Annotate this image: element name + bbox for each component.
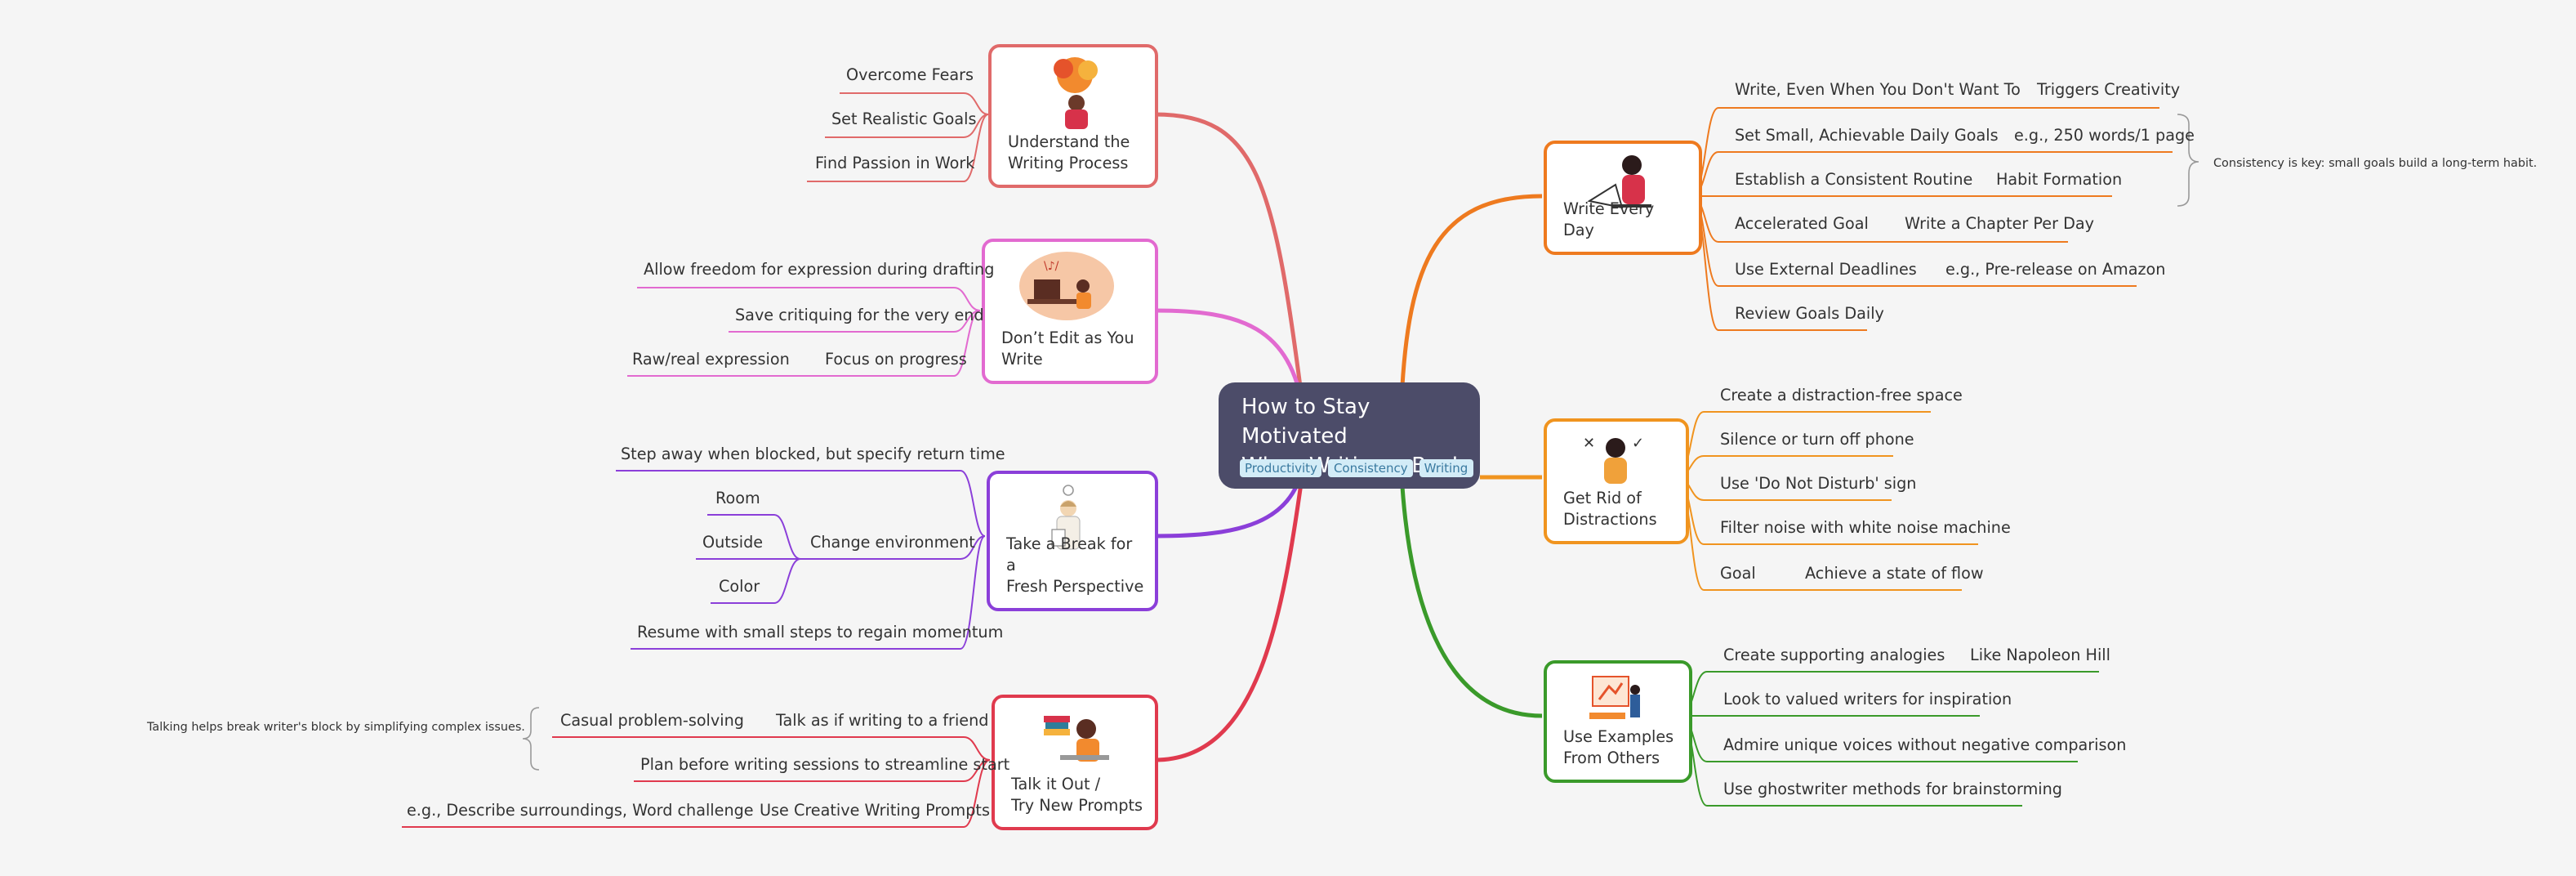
child-creative-prompts[interactable]: Use Creative Writing Prompts — [760, 802, 990, 820]
child-save-critiquing[interactable]: Save critiquing for the very end — [735, 307, 984, 325]
tag-list: Productivity Consistency Writing — [1240, 459, 1473, 477]
central-topic[interactable]: How to Stay Motivated When Writing a Boo… — [1219, 382, 1480, 489]
svg-text:✓: ✓ — [1632, 435, 1644, 452]
child-allow-freedom[interactable]: Allow freedom for expression during draf… — [644, 261, 995, 279]
topic-label: Use Examples From Others — [1563, 729, 1674, 768]
child-valued-writers[interactable]: Look to valued writers for inspiration — [1723, 691, 2012, 709]
detail-chapter-per-day[interactable]: Write a Chapter Per Day — [1905, 216, 2094, 234]
child-change-environment[interactable]: Change environment — [810, 534, 975, 552]
topic-get-rid-of-distractions[interactable]: ✕✓ Get Rid of Distractions — [1544, 418, 1689, 544]
tree-writer-illustration — [1054, 57, 1098, 129]
topic-label: Understand the Writing Process — [1008, 134, 1130, 173]
child-small-goals[interactable]: Set Small, Achievable Daily Goals — [1735, 127, 1999, 145]
grandchild-casual-problem-solving[interactable]: Casual problem-solving — [560, 713, 744, 731]
topic-dont-edit[interactable]: \♪/ Don’t Edit as You Write — [982, 239, 1158, 384]
grandchild-prompt-examples[interactable]: e.g., Describe surroundings, Word challe… — [407, 802, 754, 820]
child-step-away[interactable]: Step away when blocked, but specify retu… — [621, 446, 1005, 464]
woman-choosing-illustration: ✕✓ — [1583, 435, 1644, 484]
child-external-deadlines[interactable]: Use External Deadlines — [1735, 261, 1917, 279]
child-focus-on-progress[interactable]: Focus on progress — [825, 351, 967, 369]
thinking-person-illustration — [1051, 485, 1081, 550]
env-color[interactable]: Color — [719, 579, 760, 597]
detail-napoleon-hill[interactable]: Like Napoleon Hill — [1970, 647, 2110, 665]
child-distraction-free-space[interactable]: Create a distraction-free space — [1720, 387, 1963, 405]
child-talk-to-friend[interactable]: Talk as if writing to a friend — [776, 713, 989, 731]
tag-productivity[interactable]: Productivity — [1240, 459, 1322, 477]
topic-write-every-day[interactable]: Write Every Day — [1544, 141, 1702, 255]
detail-250-words[interactable]: e.g., 250 words/1 page — [2014, 127, 2195, 145]
topic-label: Get Rid of Distractions — [1563, 490, 1657, 530]
child-plan-before-writing[interactable]: Plan before writing sessions to streamli… — [640, 757, 1010, 775]
detail-triggers-creativity[interactable]: Triggers Creativity — [2037, 82, 2181, 100]
svg-text:✕: ✕ — [1583, 435, 1595, 452]
child-overcome-fears[interactable]: Overcome Fears — [846, 67, 974, 85]
presentation-illustration — [1589, 676, 1640, 719]
note-consistency-key: Consistency is key: small goals build a … — [2213, 155, 2538, 170]
child-ghostwriter-methods[interactable]: Use ghostwriter methods for brainstormin… — [1723, 781, 2062, 799]
woman-writing-illustration — [1587, 155, 1651, 209]
child-write-even-when[interactable]: Write, Even When You Don't Want To — [1735, 82, 2021, 100]
child-resume-small-steps[interactable]: Resume with small steps to regain moment… — [637, 624, 1004, 642]
child-set-realistic-goals[interactable]: Set Realistic Goals — [831, 111, 977, 129]
child-silence-phone[interactable]: Silence or turn off phone — [1720, 431, 1914, 449]
topic-label: Talk it Out / Try New Prompts — [1011, 776, 1143, 816]
svg-text:\♪/: \♪/ — [1044, 260, 1059, 273]
topic-use-examples[interactable]: Use Examples From Others — [1544, 660, 1692, 783]
env-outside[interactable]: Outside — [702, 534, 764, 552]
tag-writing[interactable]: Writing — [1419, 459, 1473, 477]
child-admire-voices[interactable]: Admire unique voices without negative co… — [1723, 737, 2127, 755]
child-goal[interactable]: Goal — [1720, 565, 1756, 583]
child-consistent-routine[interactable]: Establish a Consistent Routine — [1735, 172, 1973, 190]
topic-take-a-break[interactable]: Take a Break for a Fresh Perspective — [987, 471, 1158, 611]
detail-habit-formation[interactable]: Habit Formation — [1996, 172, 2123, 190]
note-talking-helps: Talking helps break writer's block by si… — [147, 719, 525, 734]
tag-consistency[interactable]: Consistency — [1328, 459, 1413, 477]
env-room[interactable]: Room — [715, 490, 760, 508]
child-white-noise[interactable]: Filter noise with white noise machine — [1720, 520, 2011, 538]
books-reader-illustration — [1044, 716, 1109, 762]
child-find-passion[interactable]: Find Passion in Work — [815, 155, 975, 173]
topic-label: Don’t Edit as You Write — [1001, 330, 1134, 369]
topic-label: Take a Break for a Fresh Perspective — [1006, 536, 1144, 597]
grandchild-raw-expression[interactable]: Raw/real expression — [632, 351, 790, 369]
child-accelerated-goal[interactable]: Accelerated Goal — [1735, 216, 1869, 234]
detail-state-of-flow[interactable]: Achieve a state of flow — [1805, 565, 1984, 583]
desk-writer-illustration: \♪/ — [1019, 252, 1114, 320]
topic-understand-writing-process[interactable]: Understand the Writing Process — [988, 44, 1158, 188]
topic-label: Write Every Day — [1563, 201, 1655, 240]
child-do-not-disturb[interactable]: Use 'Do Not Disturb' sign — [1720, 476, 1917, 494]
topic-talk-it-out[interactable]: Talk it Out / Try New Prompts — [992, 695, 1158, 830]
child-review-goals[interactable]: Review Goals Daily — [1735, 306, 1884, 324]
detail-pre-release[interactable]: e.g., Pre-release on Amazon — [1945, 261, 2166, 279]
child-supporting-analogies[interactable]: Create supporting analogies — [1723, 647, 1945, 665]
